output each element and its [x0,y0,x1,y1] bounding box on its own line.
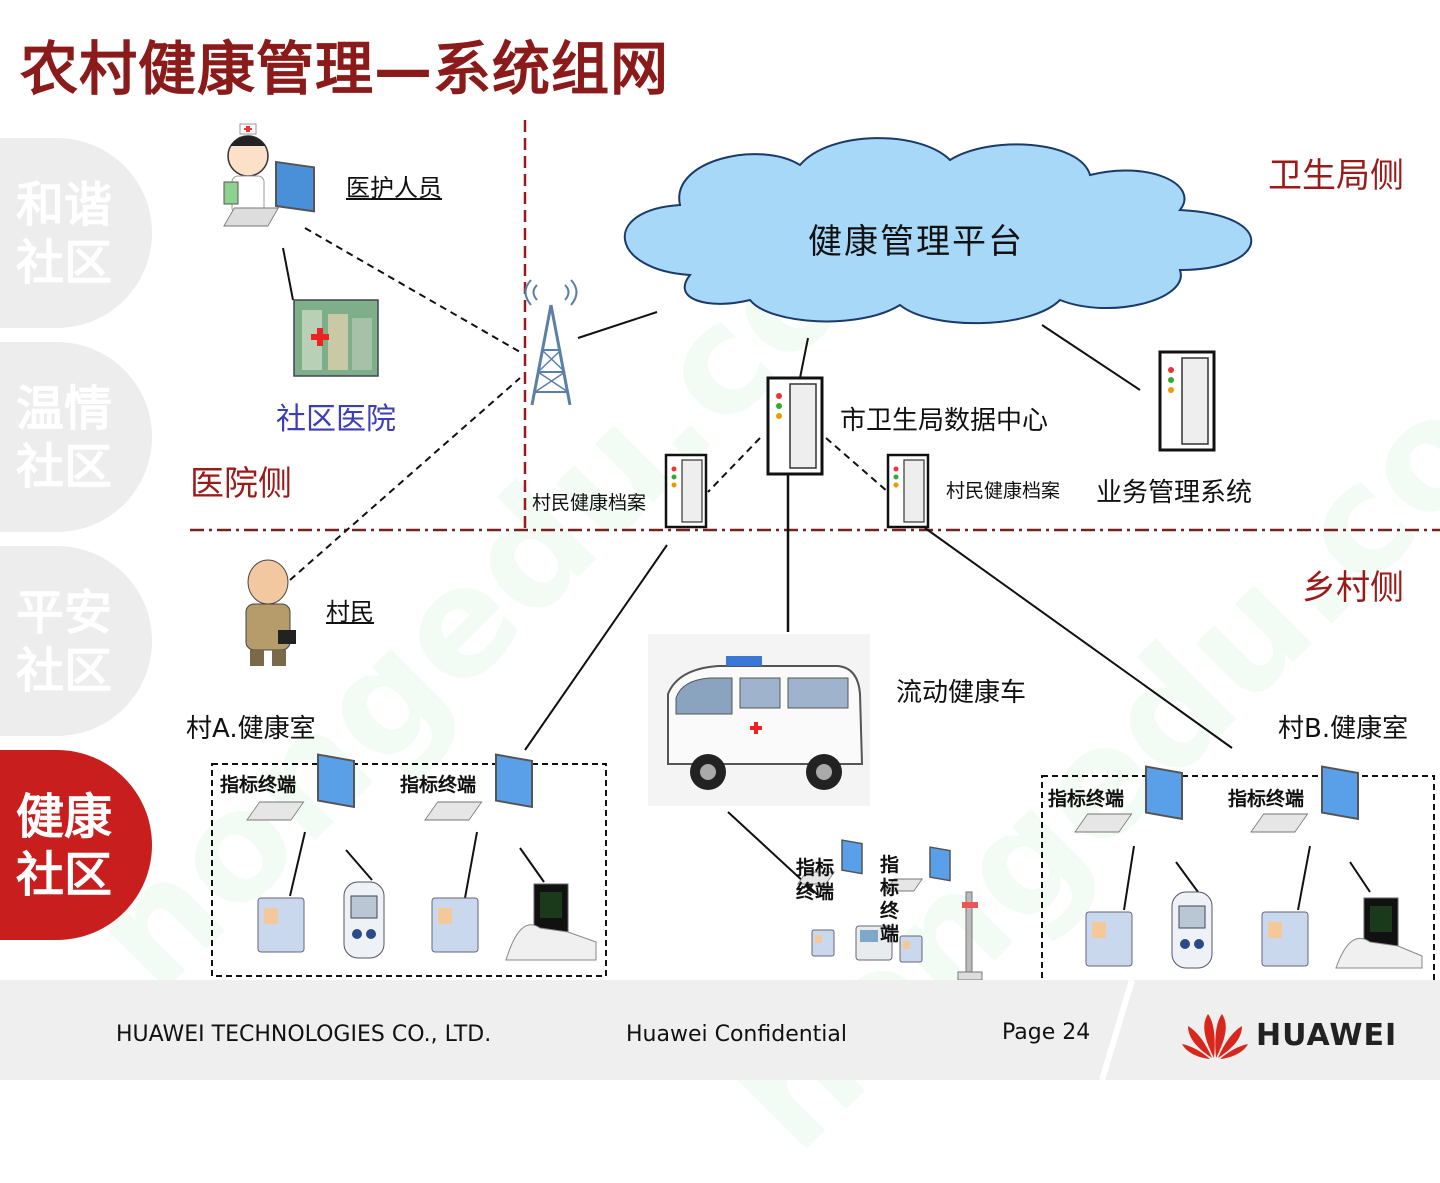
id-card-reader-icon [899,935,923,963]
link-staff-hospital [282,247,294,301]
ecg-device-icon [855,925,893,961]
business-system-label: 业务管理系统 [1096,478,1253,508]
archive-label-left: 村民健康档案 [532,492,647,514]
side-tab-warmth[interactable]: 温情社区 [0,342,152,532]
server-icon [664,453,708,529]
side-tab-safety[interactable]: 平安社区 [0,546,152,736]
side-tab-health[interactable]: 健康社区 [0,750,152,940]
glucose-meter-icon [343,881,385,959]
tab-label: 和谐 [16,177,113,233]
link-datacenter-archive-left [707,437,761,493]
tab-label: 社区 [16,439,113,495]
label-line: 终 [880,900,900,922]
village-a-label: 村A.健康室 [186,714,316,744]
computer-icon [796,839,863,885]
label-line: 指标 [796,857,835,879]
villager-label: 村民 [326,598,374,626]
medical-staff-label: 医护人员 [346,174,442,202]
link-villager-tower [289,377,521,581]
server-icon [886,453,930,529]
id-card-reader-icon [811,929,835,957]
huawei-brand-text: HUAWEI [1256,1018,1398,1053]
server-icon [766,376,824,476]
label-line: 标 [880,877,900,899]
computer-icon [424,753,533,821]
terminal-label: 指标终端 [220,774,297,796]
id-card-reader-icon [1085,911,1133,967]
page-title: 农村健康管理—系统组网 [20,35,670,103]
village-a-room-box [211,763,607,977]
footer-company: HUAWEI TECHNOLOGIES CO., LTD. [116,1022,492,1047]
footer-confidential: Huawei Confidential [626,1022,847,1047]
data-center-label: 市卫生局数据中心 [840,406,1049,436]
label-line: 指 [880,854,900,876]
link-datacenter-archive-right [825,437,889,493]
hospital-building-icon [293,299,379,377]
link-tower-cloud [577,311,658,339]
vehicle-terminal-label-1: 指标 终端 [796,856,834,904]
villager-icon [245,559,296,666]
computer-icon [223,160,315,227]
vehicle-terminal-label-2: 指 标 终 端 [880,854,899,946]
computer-icon [884,846,951,892]
health-monitor-icon [1335,897,1423,969]
tab-label: 平安 [16,585,113,641]
glucose-meter-icon [1171,891,1213,969]
height-scale-icon [957,891,983,981]
health-platform-cloud [623,137,1253,325]
label-line: 端 [880,923,900,945]
link-staff-tower [304,227,521,353]
tab-label: 温情 [16,381,113,437]
tab-label: 社区 [16,847,113,903]
network-diagram [190,120,1440,991]
id-card-reader-icon [257,897,305,953]
tab-label: 健康 [16,789,113,845]
footer-bar [0,980,1440,1080]
community-hospital-label: 社区医院 [276,402,396,437]
terminal-label: 指标终端 [1048,788,1125,810]
archive-label-right: 村民健康档案 [946,480,1061,502]
id-card-reader-icon [431,897,479,953]
tab-label: 社区 [16,235,113,291]
huawei-logo-icon [1182,1014,1248,1059]
link-cloud-business [1041,324,1141,391]
health-monitor-icon [505,883,597,961]
terminal-label: 指标终端 [1228,788,1305,810]
side-tab-harmony[interactable]: 和谐社区 [0,138,152,328]
zone-label-village: 乡村侧 [1302,568,1404,608]
server-icon [1158,350,1216,452]
computer-icon [1250,765,1359,833]
village-b-label: 村B.健康室 [1278,714,1409,744]
terminal-label: 指标终端 [400,774,477,796]
footer-page-number: Page 24 [1002,1020,1091,1045]
nurse-icon [223,123,269,215]
link-archive-villageB [924,527,1233,749]
zone-label-hospital: 医院侧 [190,464,292,504]
tab-label: 社区 [16,643,113,699]
mobile-vehicle-label: 流动健康车 [896,678,1027,708]
id-card-reader-icon [1261,911,1309,967]
computer-icon [246,753,355,821]
label-line: 终端 [796,881,835,903]
ambulance-icon [648,634,870,806]
link-archive-villageA [524,544,668,751]
link-cloud-datacenter [799,337,809,379]
cloud-label: 健康管理平台 [808,222,1024,262]
footer-divider [1099,980,1135,1080]
wireless-tower-icon [524,279,578,406]
zone-label-health-bureau: 卫生局侧 [1268,156,1404,196]
computer-icon [1074,765,1183,833]
